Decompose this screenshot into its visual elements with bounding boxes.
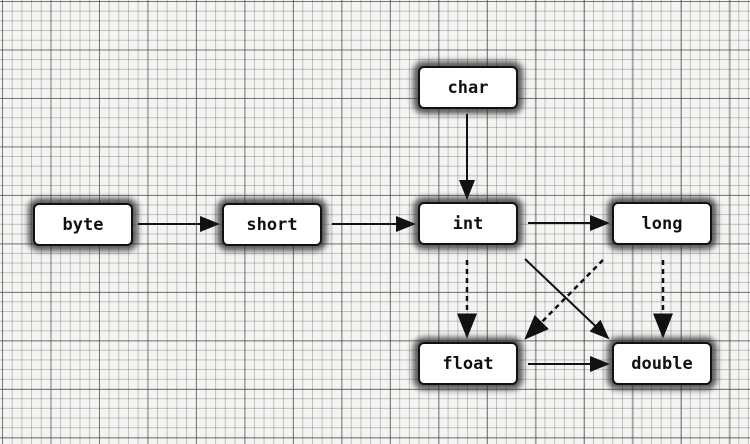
node-float: float — [418, 342, 518, 385]
node-double: double — [612, 342, 712, 385]
node-short: short — [222, 203, 322, 246]
arrow-int-double — [524, 258, 610, 340]
node-byte: byte — [33, 203, 133, 246]
node-int: int — [418, 202, 518, 245]
node-char: char — [418, 66, 518, 109]
node-long: long — [612, 202, 712, 245]
arrow-long-float — [524, 259, 604, 340]
